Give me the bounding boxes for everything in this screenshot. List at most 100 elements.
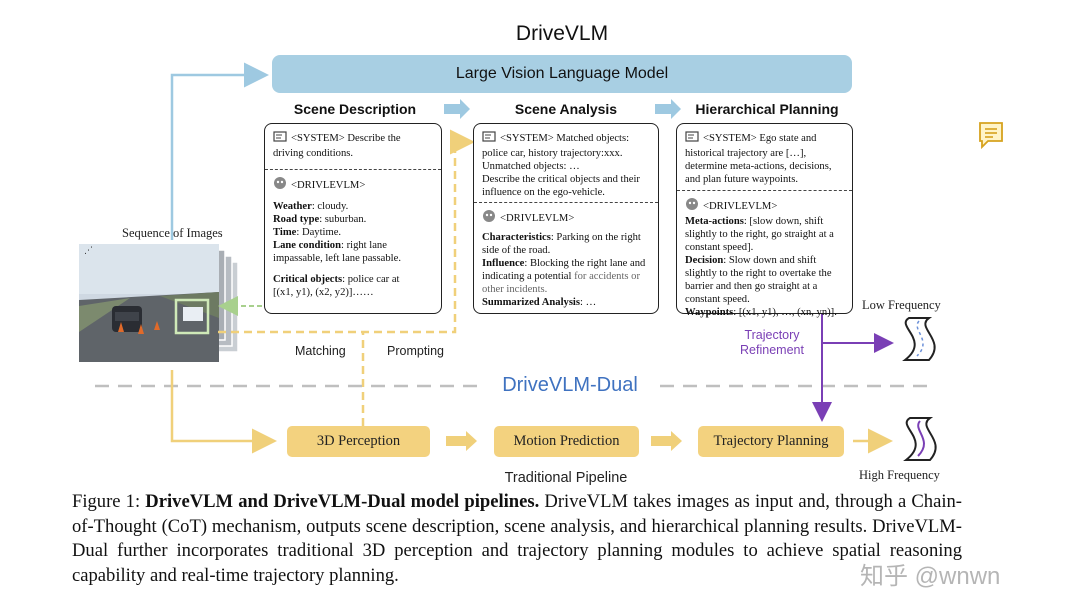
svg-text:⋰: ⋰ — [84, 246, 93, 256]
system-tag: <SYSTEM> — [703, 133, 757, 144]
weather-key: Weather — [273, 201, 312, 212]
time-value: : Daytime. — [296, 227, 342, 238]
label-trajectory-refinement: Trajectory Refinement — [736, 328, 808, 358]
decision-value-3: barrier and then go straight at a — [685, 281, 818, 292]
waypoints-key: Waypoints — [685, 307, 734, 318]
card3-system: <SYSTEM> Ego state and historical trajec… — [677, 124, 852, 191]
lane-value-2: impassable, left lane passable. — [273, 253, 401, 264]
section-hierarchical-planning: Hierarchical Planning — [695, 101, 839, 117]
diagram-title: DriveVLM — [515, 22, 609, 45]
card2-system: <SYSTEM> Matched objects: police car, hi… — [474, 124, 658, 203]
section-scene-analysis: Scene Analysis — [514, 101, 618, 117]
card2-vlm: <DRIVLEVLM> Characteristics: Parking on … — [474, 203, 658, 313]
time-key: Time — [273, 227, 297, 238]
arrow-analysis-to-planning — [655, 99, 681, 119]
label-low-frequency: Low Frequency — [862, 298, 941, 312]
road-key: Road type — [273, 214, 320, 225]
pipeline-3d-perception: 3D Perception — [287, 426, 430, 457]
vlm-icon — [482, 209, 496, 227]
influence-value-2b: for accidents or — [574, 271, 640, 282]
system-tag: <SYSTEM> — [500, 133, 554, 144]
card1-system-text-2: driving conditions. — [273, 148, 354, 159]
lvlm-banner: Large Vision Language Model — [272, 55, 852, 93]
label-sequence-of-images: Sequence of Images — [122, 226, 223, 240]
card2-line-3: Unmatched objects: … — [482, 161, 580, 172]
decision-value: : Slow down and shift — [723, 255, 817, 266]
card-hierarchical-planning: <SYSTEM> Ego state and historical trajec… — [676, 123, 853, 318]
comment-icon — [979, 122, 1003, 150]
summary-value: : … — [580, 297, 597, 308]
label-prompting: Prompting — [387, 344, 444, 358]
card3-vlm: <DRIVLEVLM> Meta-actions: [slow down, sh… — [677, 191, 852, 323]
system-tag: <SYSTEM> — [291, 133, 345, 144]
influence-key: Influence — [482, 258, 525, 269]
watermark: 知乎 @wnwn — [860, 563, 1001, 590]
characteristics-value: : Parking on the right — [550, 232, 641, 243]
label-traditional-pipeline: Traditional Pipeline — [504, 470, 628, 486]
card3-line-4: and plan future waypoints. — [685, 174, 798, 185]
card3-line-3: determine meta-actions, decisions, — [685, 161, 832, 172]
card-scene-analysis: <SYSTEM> Matched objects: police car, hi… — [473, 123, 659, 314]
card3-line-1: Ego state and — [756, 133, 817, 144]
section-scene-description: Scene Description — [293, 101, 417, 117]
card1-system: <SYSTEM> Describe the driving conditions… — [265, 124, 441, 170]
caption-text: DriveVLM takes images as input and, thro… — [72, 491, 962, 586]
label-trajectory-refinement-1: Trajectory — [744, 328, 800, 342]
figure-caption: Figure 1: DriveVLM and DriveVLM-Dual mod… — [72, 490, 962, 588]
caption-bold: DriveVLM and DriveVLM-Dual model pipelin… — [145, 491, 540, 512]
image-stack: ⋰ — [79, 244, 239, 362]
influence-value-3: other incidents. — [482, 284, 548, 295]
card2-line-2: police car, history trajectory:xxx. — [482, 148, 623, 159]
card2-line-1: Matched objects: — [553, 133, 630, 144]
vlm-icon — [273, 176, 287, 194]
lane-key: Lane condition — [273, 240, 341, 251]
meta-actions-value-2: slightly to the right, go straight at a — [685, 229, 834, 240]
weather-value: : cloudy. — [311, 201, 349, 212]
influence-value: : Blocking the right lane and — [524, 258, 646, 269]
card2-line-5: influence on the ego-vehicle. — [482, 187, 605, 198]
decision-value-4: constant speed. — [685, 294, 750, 305]
system-icon — [482, 131, 496, 147]
meta-actions-value: : [slow down, shift — [743, 216, 824, 227]
decision-value-2: slightly to the right to overtake the — [685, 268, 832, 279]
card1-system-text-1: Describe the — [344, 133, 401, 144]
arrow-perception-to-motion — [446, 431, 477, 451]
road-icon-low — [902, 317, 936, 361]
vlm-tag: <DRIVLEVLM> — [500, 213, 575, 224]
arrow-prompting — [218, 129, 475, 334]
characteristics-value-2: side of the road. — [482, 245, 551, 256]
influence-value-2a: indicating a potential — [482, 271, 575, 282]
arrow-description-to-analysis — [444, 99, 470, 119]
arrow-motion-to-planning — [651, 431, 682, 451]
card1-vlm: <DRIVLEVLM> Weather: cloudy. Road type: … — [265, 170, 441, 303]
card-scene-description: <SYSTEM> Describe the driving conditions… — [264, 123, 442, 314]
label-matching: Matching — [295, 344, 346, 358]
road-value: : suburban. — [319, 214, 367, 225]
meta-actions-value-3: constant speed]. — [685, 242, 754, 253]
pipeline-trajectory-planning: Trajectory Planning — [698, 426, 844, 457]
card3-line-2: historical trajectory are […], — [685, 148, 807, 159]
label-drivevlm-dual: DriveVLM-Dual — [502, 374, 638, 396]
system-icon — [685, 131, 699, 147]
critical-value-2: [(x1, y1), (x2, y2)]…… — [273, 287, 374, 298]
vlm-tag: <DRIVLEVLM> — [291, 180, 366, 191]
card2-line-4: Describe the critical objects and their — [482, 174, 640, 185]
system-icon — [273, 131, 287, 147]
decision-key: Decision — [685, 255, 724, 266]
label-high-frequency: High Frequency — [859, 468, 940, 482]
arrow-images-to-perception — [170, 370, 277, 454]
caption-figure-number: Figure 1: — [72, 491, 146, 512]
vlm-icon — [685, 197, 699, 215]
critical-key: Critical objects — [273, 274, 343, 285]
arrow-images-to-lvlm — [170, 62, 269, 240]
waypoints-value: : [(x1, y1), …, (xn, yn)]. — [733, 307, 837, 318]
road-icon-high — [903, 417, 937, 461]
meta-actions-key: Meta-actions — [685, 216, 744, 227]
vlm-tag: <DRIVLEVLM> — [703, 201, 778, 212]
summary-key: Summarized Analysis — [482, 297, 581, 308]
pipeline-motion-prediction: Motion Prediction — [494, 426, 639, 457]
label-trajectory-refinement-2: Refinement — [740, 343, 804, 357]
lane-value: : right lane — [341, 240, 387, 251]
characteristics-key: Characteristics — [482, 232, 551, 243]
